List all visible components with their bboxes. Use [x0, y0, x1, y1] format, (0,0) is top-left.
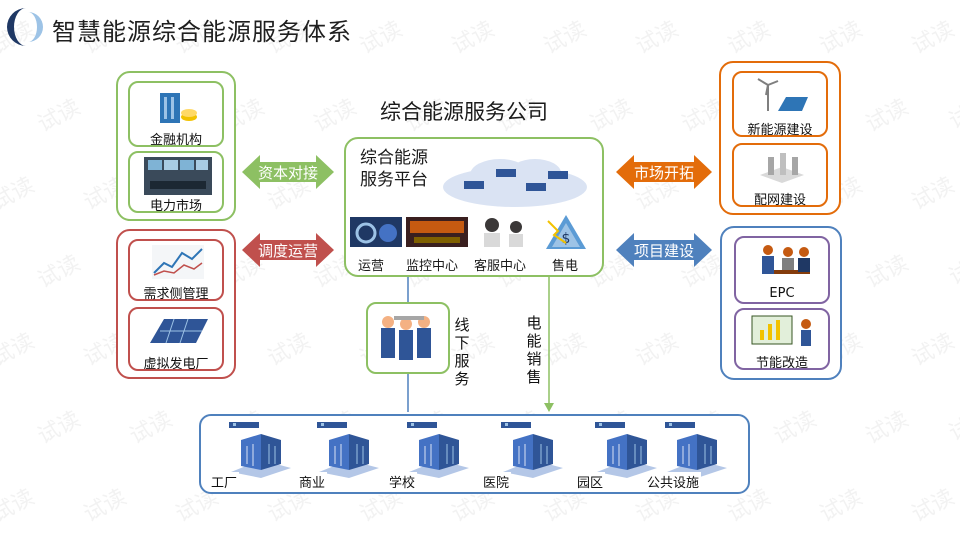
left-top-group: 金融机构 电力市场	[116, 71, 236, 221]
dispatch-arrow: 调度运营	[242, 233, 334, 267]
solar-panel-icon	[150, 318, 208, 344]
market-arrow-label: 市场开拓	[634, 164, 694, 182]
customer-label-2: 商业	[297, 472, 328, 491]
industrial-park-icon	[595, 422, 657, 478]
epc-label: EPC	[769, 286, 795, 301]
energy-retrofit-card: 节能改造	[734, 308, 830, 371]
platform-item-sales: 售电	[552, 259, 579, 274]
logo-icon	[7, 8, 43, 46]
customer-service-icon	[484, 218, 523, 247]
platform-item-monitoring: 监控中心	[406, 259, 459, 274]
factory-icon	[229, 422, 291, 478]
electricity-sales-icon: $	[546, 215, 586, 249]
public-facility-icon	[665, 422, 727, 478]
grid-construction-card: 配网建设	[732, 143, 828, 208]
demand-side-card: 需求侧管理	[128, 239, 224, 302]
market-arrow: 市场开拓	[616, 155, 712, 189]
line-chart-icon	[152, 245, 204, 279]
control-room-icon	[144, 157, 212, 195]
platform-title: 综合能源 服务平台	[360, 147, 428, 191]
demand-side-label: 需求侧管理	[143, 287, 209, 302]
school-icon	[407, 422, 469, 478]
customers-group: 工厂 商业 学校 医院 园区 公共设施	[199, 414, 750, 494]
finance-building-icon	[160, 93, 197, 123]
capital-arrow-label: 资本对接	[258, 164, 318, 182]
svg-text:$: $	[562, 231, 571, 247]
project-arrow-label: 项目建设	[634, 242, 694, 260]
right-bottom-group: EPC 节能改造	[720, 226, 842, 380]
offline-service-label: 线下服务	[454, 316, 470, 388]
left-bottom-group: 需求侧管理 虚拟发电厂	[116, 229, 236, 379]
service-workers-icon	[381, 316, 431, 360]
finance-label: 金融机构	[149, 133, 202, 148]
platform-title-line2: 服务平台	[360, 170, 428, 190]
wind-solar-icon	[757, 78, 808, 111]
power-market-card: 电力市场	[128, 151, 224, 214]
dispatch-arrow-label: 调度运营	[258, 242, 318, 260]
virtual-plant-label: 虚拟发电厂	[143, 357, 209, 372]
presentation-board-icon	[751, 315, 811, 346]
power-market-label: 电力市场	[149, 199, 202, 214]
project-arrow: 项目建设	[616, 233, 712, 267]
platform-title-line1: 综合能源	[360, 148, 428, 168]
offline-service-box	[366, 302, 450, 374]
epc-card: EPC	[734, 236, 830, 304]
customer-label-4: 医院	[481, 472, 512, 491]
customer-label-1: 工厂	[209, 472, 240, 491]
platform-box: 综合能源 服务平台 运营 监控中心 客服中心 $ 售电	[344, 137, 604, 277]
platform-item-operation: 运营	[358, 259, 385, 274]
customer-label-5: 园区	[575, 472, 606, 491]
finance-card: 金融机构	[128, 81, 224, 148]
substation-icon	[760, 153, 804, 183]
monitoring-center-icon	[406, 217, 468, 247]
power-sales-label: 电能销售	[526, 314, 542, 386]
hospital-icon	[501, 422, 563, 478]
capital-arrow: 资本对接	[242, 155, 334, 189]
grid-construction-label: 配网建设	[753, 193, 806, 208]
customer-label-3: 学校	[387, 472, 418, 491]
virtual-plant-card: 虚拟发电厂	[128, 307, 224, 372]
new-energy-card: 新能源建设	[732, 71, 828, 138]
cloud-network-icon	[443, 159, 587, 207]
operation-dashboard-icon	[350, 217, 402, 247]
company-title: 综合能源服务公司	[380, 100, 548, 124]
right-top-group: 新能源建设 配网建设	[719, 61, 841, 215]
platform-item-customer-service: 客服中心	[474, 259, 527, 274]
page-title: 智慧能源综合能源服务体系	[52, 18, 352, 46]
business-people-icon	[762, 245, 810, 274]
customer-label-6: 公共设施	[645, 472, 702, 491]
energy-retrofit-label: 节能改造	[755, 356, 808, 371]
commercial-building-icon	[317, 422, 379, 478]
new-energy-label: 新能源建设	[747, 123, 813, 138]
